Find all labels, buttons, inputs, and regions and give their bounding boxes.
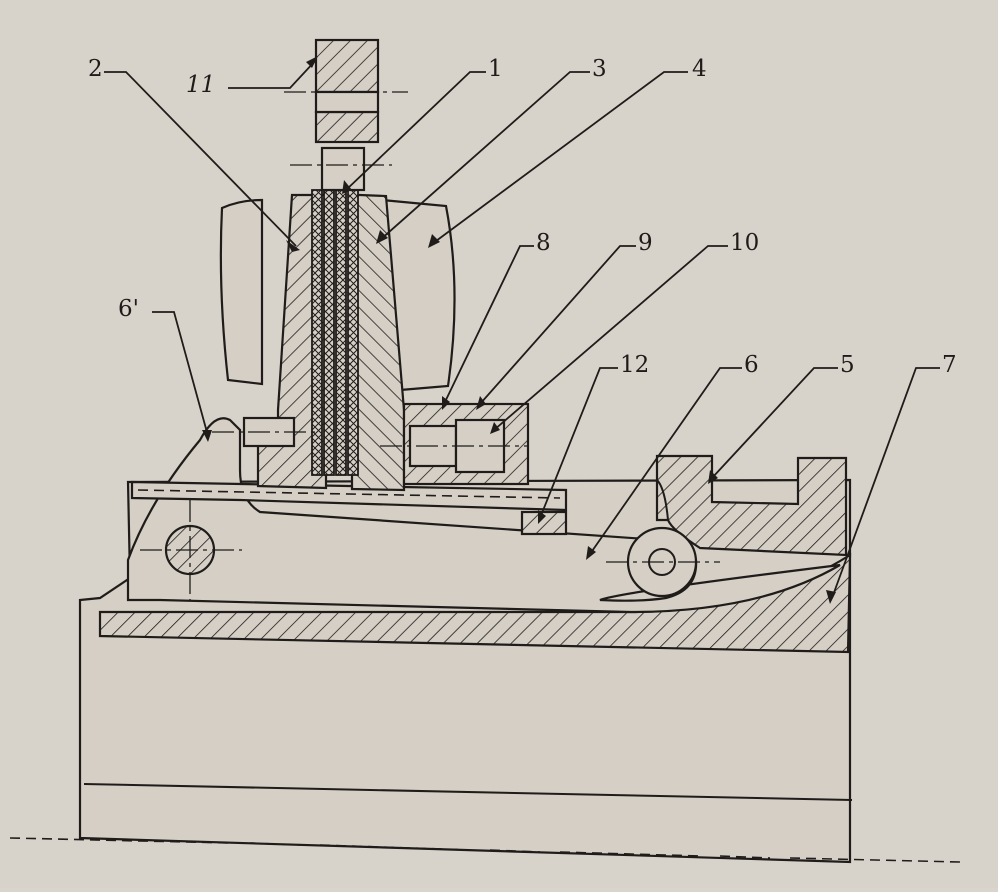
label-part-7: 7 [942, 352, 957, 378]
label-part-9: 9 [638, 230, 653, 256]
part-4-motor [219, 198, 456, 392]
tapered-housing [212, 146, 406, 492]
label-part-5: 5 [840, 352, 855, 378]
label-part-12: 12 [620, 352, 650, 378]
part-11-top-block [284, 38, 408, 144]
part-12-block [520, 510, 568, 536]
leader-lines [104, 56, 940, 604]
label-part-6: 6 [744, 352, 759, 378]
label-part-11: 11 [186, 72, 216, 98]
label-part-1: 1 [488, 56, 503, 82]
label-part-3: 3 [592, 56, 607, 82]
label-part-8: 8 [536, 230, 551, 256]
slide-plate [130, 480, 568, 536]
bolt-assembly [380, 402, 530, 486]
label-part-6-prime: 6' [118, 296, 139, 322]
part-6-lever [126, 417, 841, 614]
label-part-4: 4 [692, 56, 707, 82]
label-part-2: 2 [88, 56, 103, 82]
label-part-10: 10 [730, 230, 760, 256]
